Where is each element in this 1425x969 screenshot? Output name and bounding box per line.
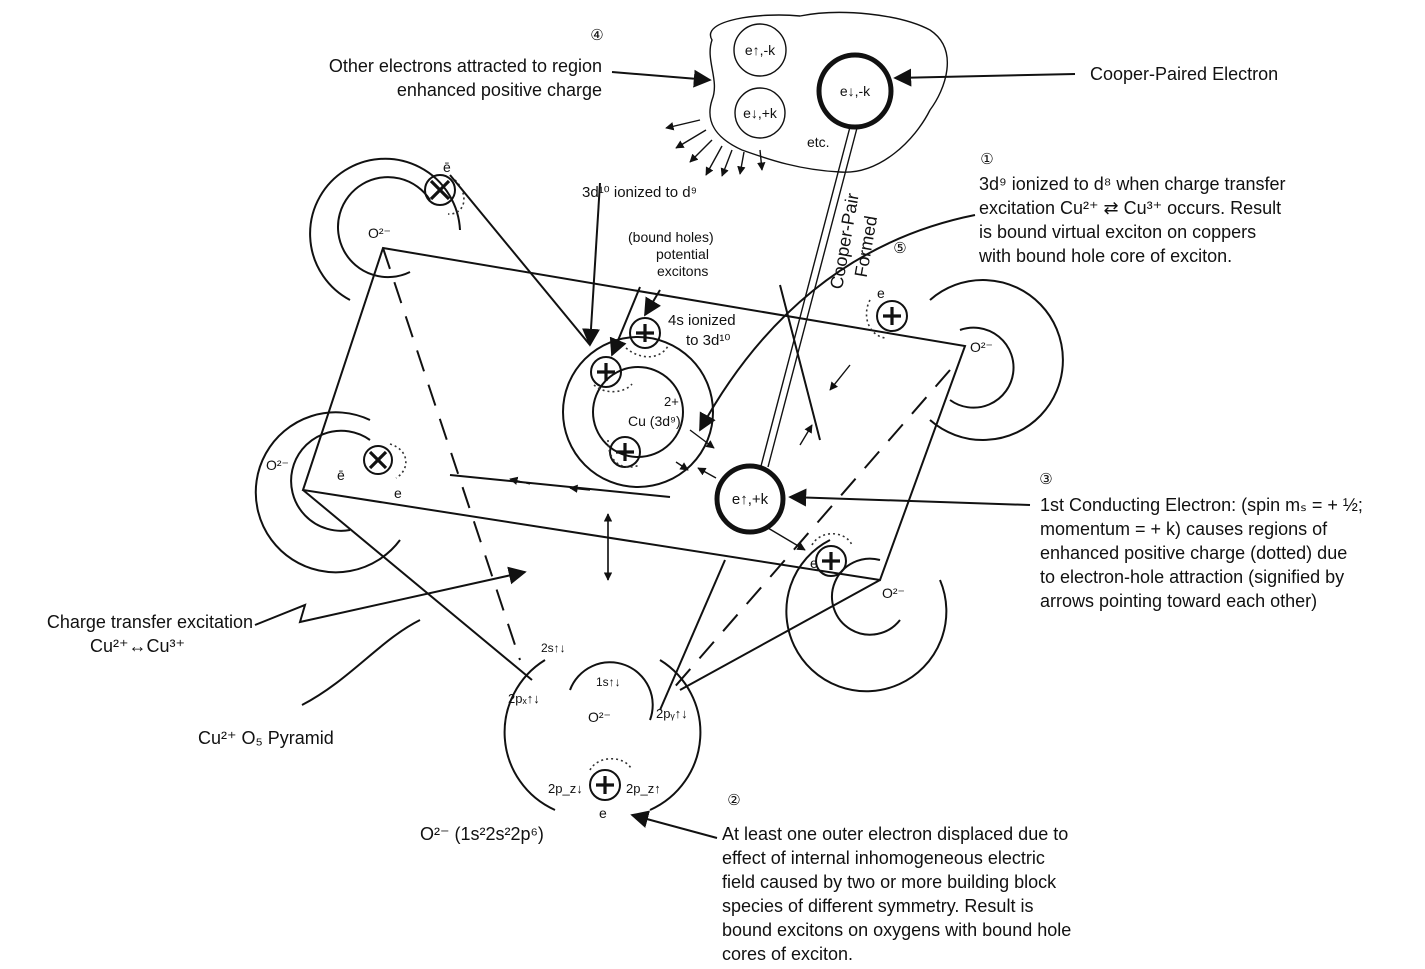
svg-text:2pₓ↑↓: 2pₓ↑↓	[508, 691, 540, 706]
cooper-paired-label: Cooper-Paired Electron	[1090, 64, 1278, 84]
svg-text:2+: 2+	[664, 394, 679, 409]
marker-2: ②	[727, 792, 740, 809]
pyramid-edges	[302, 247, 951, 691]
label-arrows	[254, 68, 1076, 839]
bound-holes-label-3: excitons	[657, 263, 708, 279]
etc-label: etc.	[807, 134, 830, 150]
s4-ionized-label-2: to 3d¹⁰	[686, 332, 730, 349]
d9-label-4: with bound hole core of exciton.	[978, 246, 1232, 266]
svg-text:Cu (3d⁹): Cu (3d⁹)	[628, 413, 681, 429]
conducting-label-3: enhanced positive charge (dotted) due	[1040, 543, 1347, 563]
charge-transfer-label-1: Charge transfer excitation	[47, 612, 253, 632]
svg-text:e↑,-k: e↑,-k	[745, 42, 776, 58]
conducting-label-1: 1st Conducting Electron: (spin mₛ = + ½;	[1040, 495, 1363, 515]
d9-label-3: is bound virtual exciton on coppers	[979, 222, 1256, 242]
displaced-label-1: At least one outer electron displaced du…	[722, 824, 1068, 844]
svg-text:2s↑↓: 2s↑↓	[541, 641, 566, 655]
svg-text:O²⁻: O²⁻	[266, 457, 289, 473]
marker-1: ①	[980, 151, 993, 168]
svg-text:e: e	[877, 285, 885, 301]
cooper-paired-electron: e↓,-k	[816, 52, 894, 130]
charge-transfer-label-2: Cu²⁺↔Cu³⁺	[90, 636, 185, 656]
electron-down-plus-k: e↓,+k	[734, 87, 786, 139]
svg-text:e: e	[394, 485, 402, 501]
svg-text:2p_z↓: 2p_z↓	[548, 781, 583, 796]
svg-text:2pᵧ↑↓: 2pᵧ↑↓	[656, 706, 688, 721]
svg-text:O²⁻: O²⁻	[970, 339, 993, 355]
svg-text:O²⁻: O²⁻	[588, 709, 611, 725]
svg-text:e↑,+k: e↑,+k	[732, 491, 769, 508]
marker-5: ⑤	[893, 240, 906, 257]
svg-text:e: e	[810, 555, 818, 571]
d10-ionized-label: 3d¹⁰ ionized to d⁹	[582, 184, 697, 201]
oxygen-config-label: O²⁻ (1s²2s²2p⁶)	[420, 824, 544, 844]
conducting-label-5: arrows pointing toward each other)	[1040, 591, 1317, 611]
conducting-label-4: to electron-hole attraction (signified b…	[1040, 567, 1344, 587]
other-electrons-label-2: enhanced positive charge	[397, 80, 602, 100]
displaced-label-2: effect of internal inhomogeneous electri…	[722, 848, 1045, 868]
other-electrons-label-1: Other electrons attracted to region	[329, 56, 602, 76]
electron-up-minus-k: e↑,-k	[733, 23, 787, 77]
svg-text:2p_z↑: 2p_z↑	[626, 781, 661, 796]
d9-label-1: 3d⁹ ionized to d⁸ when charge transfer	[979, 174, 1285, 194]
oxygen-bottomright: O²⁻ e	[785, 532, 948, 693]
displaced-label-5: bound excitons on oxygens with bound hol…	[722, 920, 1071, 940]
copper-atom: 2+ Cu (3d⁹)	[562, 336, 714, 488]
svg-text:O²⁻: O²⁻	[882, 585, 905, 601]
hole-3d9	[607, 436, 641, 468]
svg-text:1s↑↓: 1s↑↓	[596, 675, 621, 689]
hole-4s	[625, 317, 669, 358]
electron-cloud	[709, 11, 948, 173]
oxygen-right: O²⁻ e	[865, 279, 1064, 441]
svg-text:e↓,-k: e↓,-k	[840, 83, 871, 99]
displaced-label-3: field caused by two or more building blo…	[722, 872, 1057, 892]
oxygen-topleft: O²⁻ ē	[309, 157, 465, 301]
svg-text:ē: ē	[337, 467, 345, 483]
attraction-arrows	[665, 119, 766, 177]
conducting-electron: e↑,+k	[714, 463, 786, 535]
bound-holes-label-1: (bound holes)	[628, 229, 714, 245]
flow-arrows	[449, 174, 851, 711]
svg-text:ē: ē	[443, 159, 451, 175]
cooper-pair-link	[760, 126, 858, 468]
displaced-label-4: species of different symmetry. Result is	[722, 896, 1033, 916]
cooper-pair-formed-label: Cooper-Pair Formed	[826, 192, 881, 291]
marker-3: ③	[1039, 471, 1052, 488]
conducting-label-2: momentum = + k) causes regions of	[1040, 519, 1328, 539]
marker-4: ④	[590, 27, 603, 44]
hole-3d	[590, 356, 633, 393]
bound-holes-label-2: potential	[656, 246, 709, 262]
oxygen-left: O²⁻ ē e	[254, 411, 407, 574]
s4-ionized-label-1: 4s ionized	[668, 312, 736, 329]
displaced-label-6: cores of exciton.	[722, 944, 853, 964]
d9-label-2: excitation Cu²⁺ ⇄ Cu³⁺ occurs. Result	[979, 198, 1281, 218]
svg-text:e↓,+k: e↓,+k	[743, 105, 778, 121]
oxygen-bottom: O²⁻ 1s↑↓ 2s↑↓ 2pₓ↑↓ 2pᵧ↑↓ 2p_z↓ 2p_z↑ e	[503, 641, 702, 821]
svg-text:O²⁻: O²⁻	[368, 225, 391, 241]
svg-text:e: e	[599, 805, 607, 821]
pyramid-label: Cu²⁺ O₅ Pyramid	[198, 728, 334, 748]
